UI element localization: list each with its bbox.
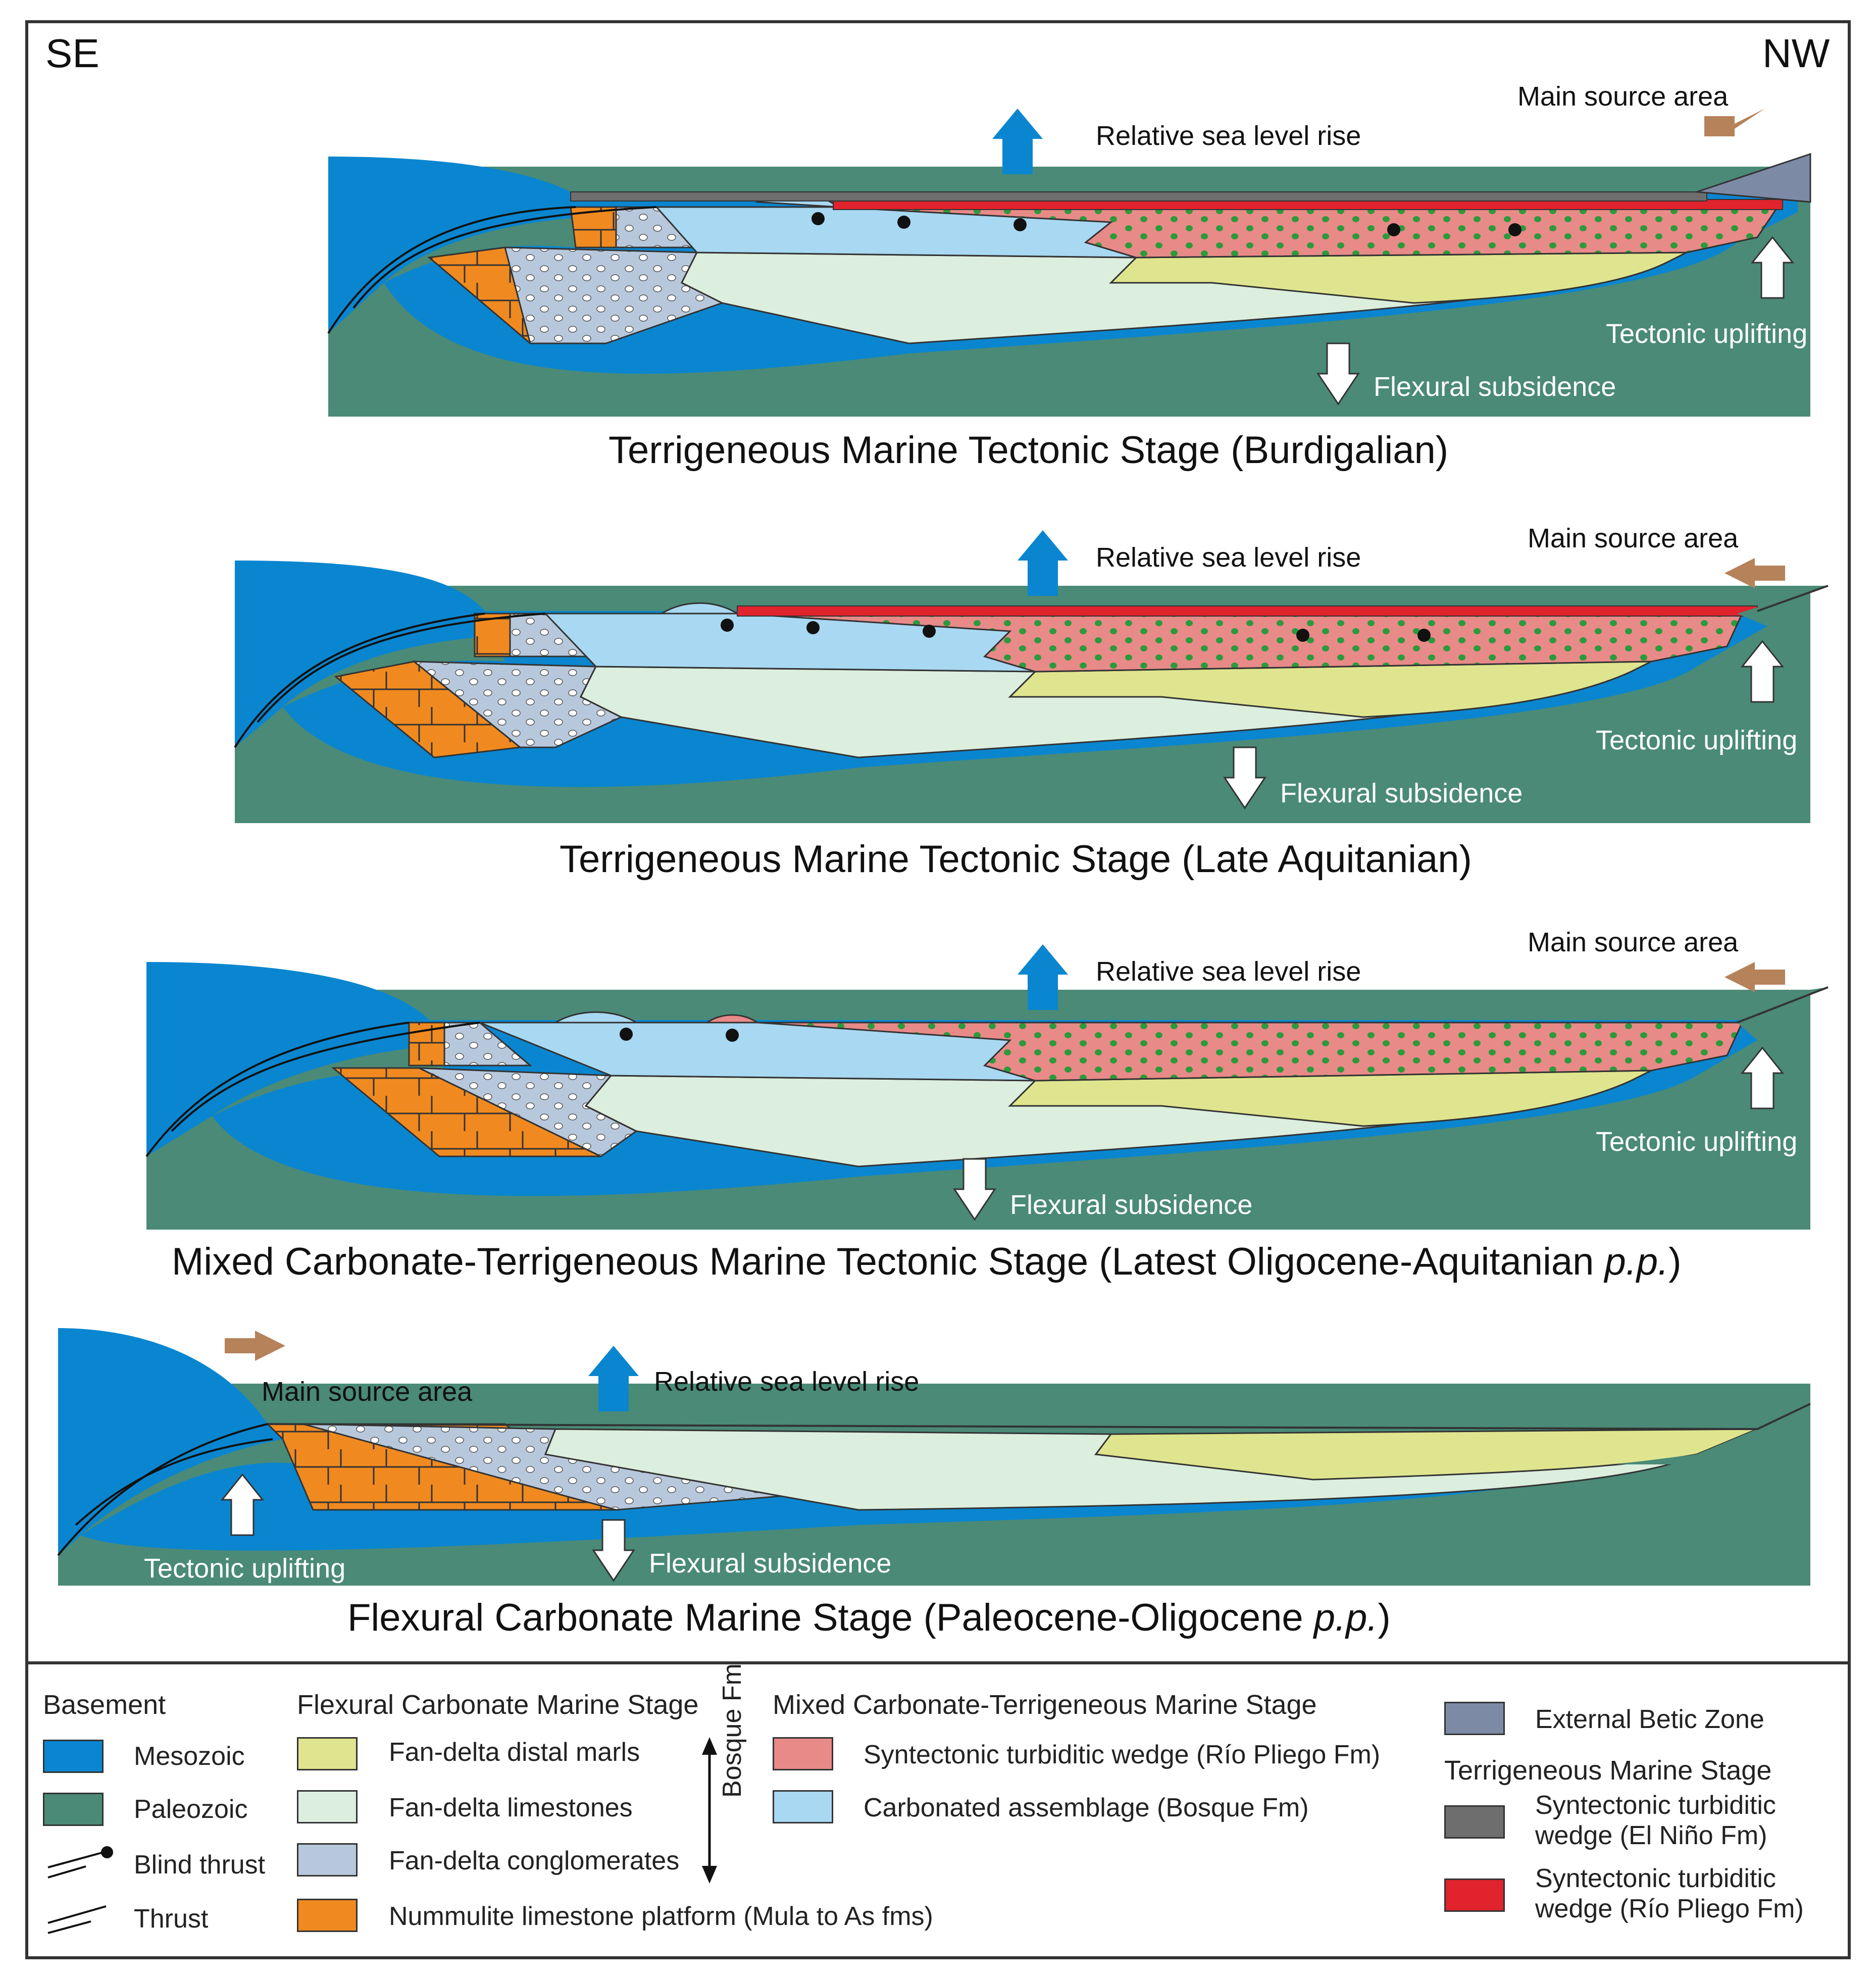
p2-source-label: Main source area xyxy=(1528,523,1739,553)
swatch-limestones xyxy=(297,1790,358,1823)
legend-mesozoic: Mesozoic xyxy=(134,1742,245,1771)
legend-basement-heading: Basement xyxy=(43,1690,166,1720)
swatch-paleozoic xyxy=(43,1793,104,1826)
legend-thrust: Thrust xyxy=(134,1904,209,1934)
legend-divider xyxy=(25,1661,1851,1664)
legend-el-nino-line1: Syntectonic turbiditic xyxy=(1535,1791,1776,1820)
p2-subsidence-label: Flexural subsidence xyxy=(1280,778,1523,808)
legend-rio-pliego-line1: Syntectonic turbiditic xyxy=(1535,1864,1776,1893)
p2-stage-title: Terrigeneous Marine Tectonic Stage (Late… xyxy=(560,838,1472,881)
swatch-external-betic xyxy=(1444,1702,1505,1735)
direction-se: SE xyxy=(45,31,99,76)
p4-source-label: Main source area xyxy=(262,1377,473,1407)
legend-rio-pliego-line2: wedge (Río Pliego Fm) xyxy=(1535,1894,1804,1923)
p4-stage-title: Flexural Carbonate Marine Stage (Paleoce… xyxy=(347,1596,1391,1639)
legend-mixed-heading: Mixed Carbonate-Terrigeneous Marine Stag… xyxy=(773,1690,1317,1720)
p3-sea-level-label: Relative sea level rise xyxy=(1096,956,1361,987)
p1-uplift-label: Tectonic uplifting xyxy=(1606,319,1808,349)
p2-uplift-label: Tectonic uplifting xyxy=(1596,725,1798,755)
p3-uplift-label: Tectonic uplifting xyxy=(1596,1127,1798,1157)
legend-el-nino-line2: wedge (El Niño Fm) xyxy=(1535,1821,1767,1850)
swatch-rio-pliego xyxy=(1444,1879,1505,1912)
p1-sea-level-label: Relative sea level rise xyxy=(1096,121,1361,151)
swatch-carbonated xyxy=(773,1790,833,1823)
legend-bosque-fm: Bosque Fm xyxy=(718,1663,747,1798)
p4-sea-level-label: Relative sea level rise xyxy=(654,1366,920,1397)
p1-subsidence-label: Flexural subsidence xyxy=(1374,372,1616,402)
legend-carbonated: Carbonated assemblage (Bosque Fm) xyxy=(864,1793,1309,1822)
legend-external-betic: External Betic Zone xyxy=(1535,1705,1764,1734)
p1-stage-title: Terrigeneous Marine Tectonic Stage (Burd… xyxy=(609,429,1449,472)
legend-blind-thrust: Blind thrust xyxy=(134,1850,266,1880)
panel-4-section xyxy=(57,1328,1811,1586)
panel-3-section xyxy=(145,944,1829,1230)
swatch-nummulite xyxy=(297,1899,358,1932)
legend-syntectonic-mixed: Syntectonic turbiditic wedge (Río Pliego… xyxy=(864,1740,1381,1769)
p4-subsidence-label: Flexural subsidence xyxy=(649,1548,892,1579)
swatch-conglomerates xyxy=(297,1843,358,1876)
p4-uplift-label: Tectonic uplifting xyxy=(144,1553,346,1584)
legend-terrigenous-heading: Terrigeneous Marine Stage xyxy=(1444,1755,1772,1786)
swatch-syntectonic-mixed xyxy=(773,1737,833,1770)
p2-sea-level-label: Relative sea level rise xyxy=(1096,542,1361,573)
swatch-distal-marls xyxy=(297,1737,358,1770)
legend-flexural-heading: Flexural Carbonate Marine Stage xyxy=(297,1690,699,1720)
figure-frame xyxy=(25,20,1851,1959)
swatch-el-nino xyxy=(1444,1805,1505,1839)
p3-subsidence-label: Flexural subsidence xyxy=(1010,1190,1253,1220)
p3-source-label: Main source area xyxy=(1528,927,1739,957)
panel-1-section xyxy=(327,109,1811,417)
p3-stage-title: Mixed Carbonate-Terrigeneous Marine Tect… xyxy=(172,1240,1682,1283)
legend-conglomerates: Fan-delta conglomerates xyxy=(389,1846,680,1875)
p1-source-label: Main source area xyxy=(1517,81,1729,112)
legend-nummulite: Nummulite limestone platform (Mula to As… xyxy=(389,1902,933,1931)
legend-limestones: Fan-delta limestones xyxy=(389,1793,633,1822)
direction-nw: NW xyxy=(1762,31,1830,76)
swatch-mesozoic xyxy=(43,1740,104,1773)
legend-distal-marls: Fan-delta distal marls xyxy=(389,1738,640,1767)
legend-symbols xyxy=(47,1737,717,1934)
panel-2-section xyxy=(234,530,1829,823)
legend-paleozoic: Paleozoic xyxy=(134,1795,248,1824)
